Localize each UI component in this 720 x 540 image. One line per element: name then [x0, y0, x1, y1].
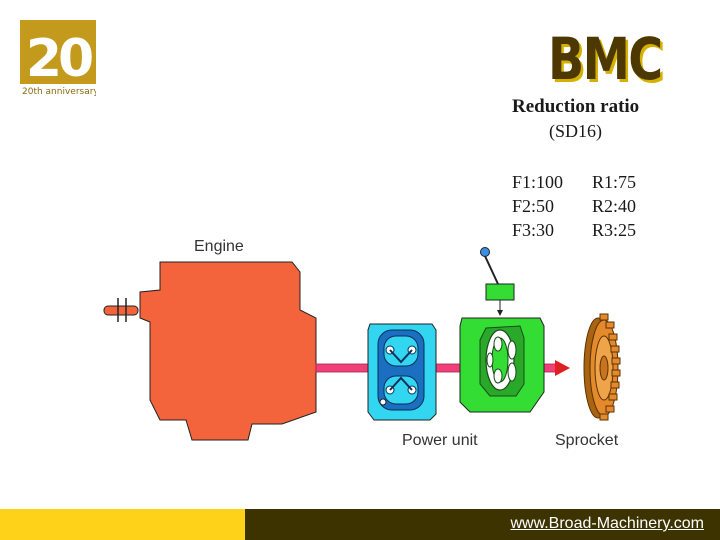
drive-shaft-arrow: [555, 360, 570, 376]
reduction-ratio-title: Reduction ratio: [512, 96, 640, 117]
ratio-r3: R3:25: [592, 220, 637, 240]
svg-text:20th anniversary: 20th anniversary: [22, 87, 96, 96]
engine-label: Engine: [194, 238, 244, 255]
transmission: [459, 317, 545, 413]
engine-exhaust-pipe: [103, 298, 139, 322]
ratio-f3: F3:30: [512, 220, 555, 240]
website-link[interactable]: www.Broad-Machinery.com: [510, 515, 704, 532]
power-unit-label: Power unit: [402, 432, 478, 449]
ratio-r1: R1:75: [592, 172, 637, 192]
power-unit: [367, 323, 437, 421]
forward-ratios: F1:100 F2:50 F3:30: [512, 170, 563, 242]
control-lever: [480, 247, 515, 316]
ratio-r2: R2:40: [592, 196, 637, 216]
ratio-f1: F1:100: [512, 172, 564, 192]
ratio-f2: F2:50: [512, 196, 555, 216]
footer-bar-gold: [0, 509, 245, 540]
drivetrain-diagram: [103, 247, 621, 441]
reverse-ratios: R1:75 R2:40 R3:25: [592, 170, 636, 242]
model-subtitle: (SD16): [549, 121, 602, 141]
footer-bar-dark: [245, 509, 720, 540]
svg-text:20: 20: [26, 29, 92, 89]
bmc-logo: BMC: [548, 25, 663, 93]
anniversary-logo: 20 20th anniversary: [20, 20, 96, 96]
sprocket: [583, 313, 621, 421]
sprocket-label: Sprocket: [555, 432, 619, 449]
engine-block: [139, 261, 317, 441]
